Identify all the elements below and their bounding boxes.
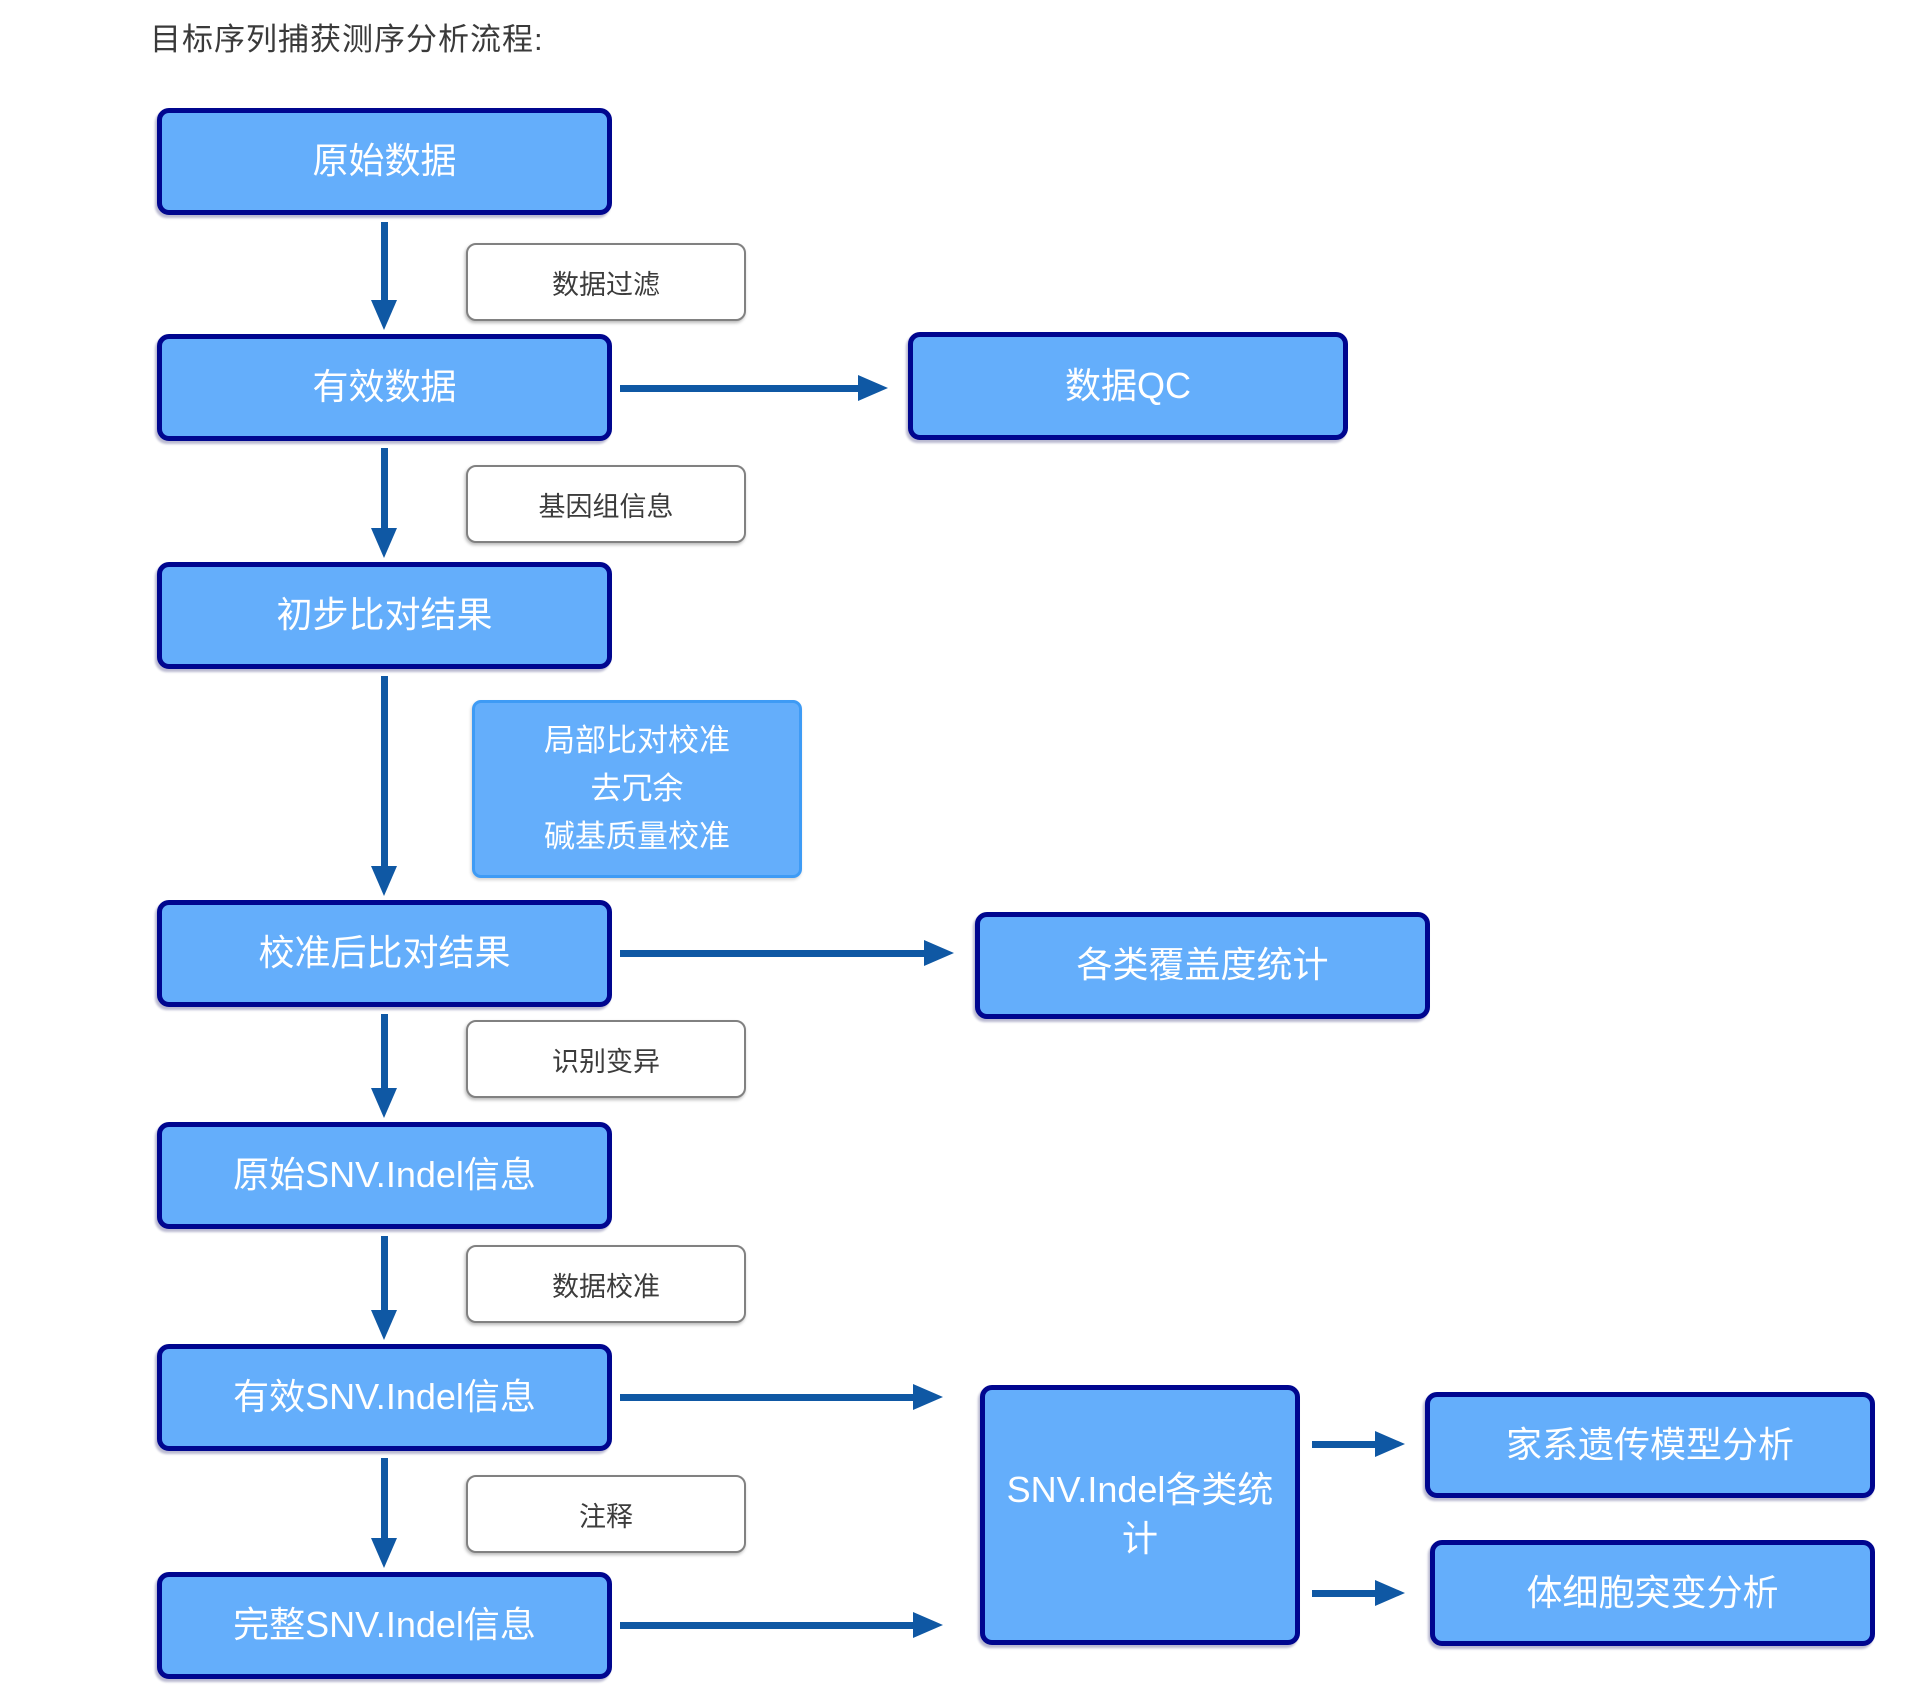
arrow-calibrated-to-coverage — [620, 940, 954, 966]
arrow-valid-to-qc — [620, 375, 888, 401]
arrow-validsnv-to-completesnv — [371, 1458, 397, 1568]
node-valid-data: 有效数据 — [157, 334, 612, 441]
arrow-completesnv-to-stats — [620, 1612, 943, 1638]
edge-label-genome-info: 基因组信息 — [466, 465, 746, 543]
page-title: 目标序列捕获测序分析流程: — [150, 22, 544, 57]
edge-label-data-filter: 数据过滤 — [466, 243, 746, 321]
node-data-qc: 数据QC — [908, 332, 1348, 440]
node-somatic-mutation-analysis: 体细胞突变分析 — [1430, 1540, 1875, 1646]
arrow-calibrated-to-rawsnv — [371, 1014, 397, 1118]
node-pedigree-model-analysis: 家系遗传模型分析 — [1425, 1392, 1875, 1498]
node-raw-snv-indel: 原始SNV.Indel信息 — [157, 1122, 612, 1229]
arrow-validsnv-to-stats — [620, 1384, 943, 1410]
node-calibrated-alignment: 校准后比对结果 — [157, 900, 612, 1007]
edge-label-variant-calling: 识别变异 — [466, 1020, 746, 1098]
arrow-raw-to-valid — [371, 222, 397, 330]
edge-label-annotation: 注释 — [466, 1475, 746, 1553]
node-complete-snv-indel: 完整SNV.Indel信息 — [157, 1572, 612, 1679]
edge-label-data-calibration: 数据校准 — [466, 1245, 746, 1323]
node-snv-indel-stats: SNV.Indel各类统计 — [980, 1385, 1300, 1645]
arrow-initial-to-calibrated — [371, 676, 397, 896]
process-note-line: 局部比对校准 — [544, 722, 730, 758]
node-initial-alignment: 初步比对结果 — [157, 562, 612, 669]
process-note-line: 去冗余 — [590, 770, 684, 806]
node-valid-snv-indel: 有效SNV.Indel信息 — [157, 1344, 612, 1451]
process-note-recalibration: 局部比对校准 去冗余 碱基质量校准 — [472, 700, 802, 878]
process-note-line: 碱基质量校准 — [544, 819, 730, 855]
arrow-stats-to-pedigree — [1312, 1431, 1405, 1457]
arrow-rawsnv-to-validsnv — [371, 1236, 397, 1340]
arrow-stats-to-somatic — [1312, 1580, 1405, 1606]
arrow-valid-to-initial — [371, 448, 397, 558]
node-coverage-stats: 各类覆盖度统计 — [975, 912, 1430, 1019]
node-raw-data: 原始数据 — [157, 108, 612, 215]
